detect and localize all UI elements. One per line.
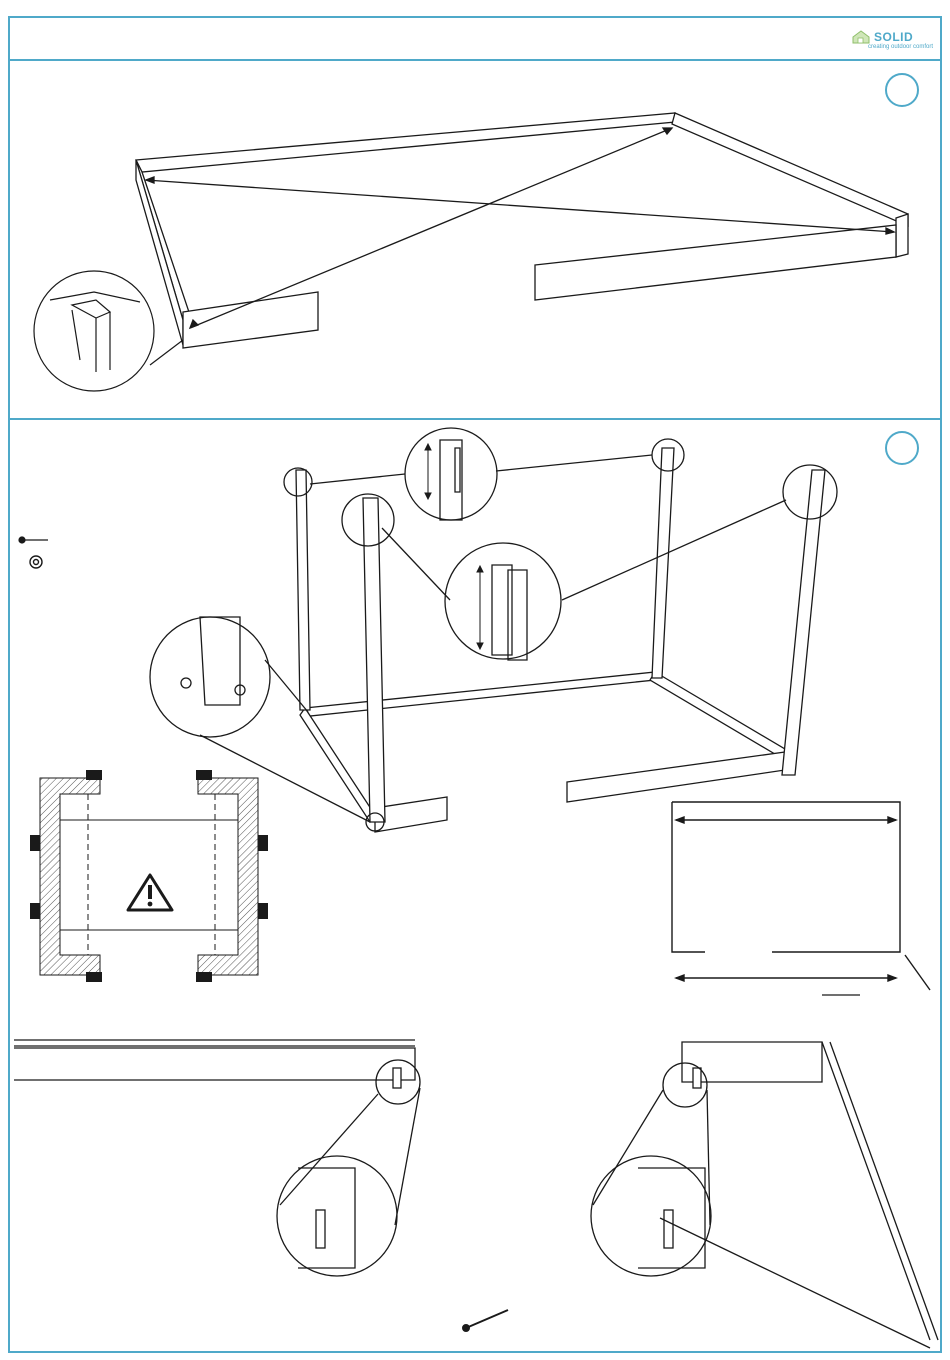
top-view-frame [672, 802, 930, 990]
base-frame-step1 [136, 113, 908, 348]
washer-icon [30, 556, 42, 568]
warning-icon [128, 875, 172, 910]
long-screw-icon [463, 1310, 508, 1331]
screw-icon [19, 537, 48, 543]
beam-detail-left [14, 1040, 420, 1276]
posts-frame-step2 [150, 428, 837, 832]
beam-detail-right [591, 995, 938, 1348]
corner-detail-circle [34, 271, 183, 391]
